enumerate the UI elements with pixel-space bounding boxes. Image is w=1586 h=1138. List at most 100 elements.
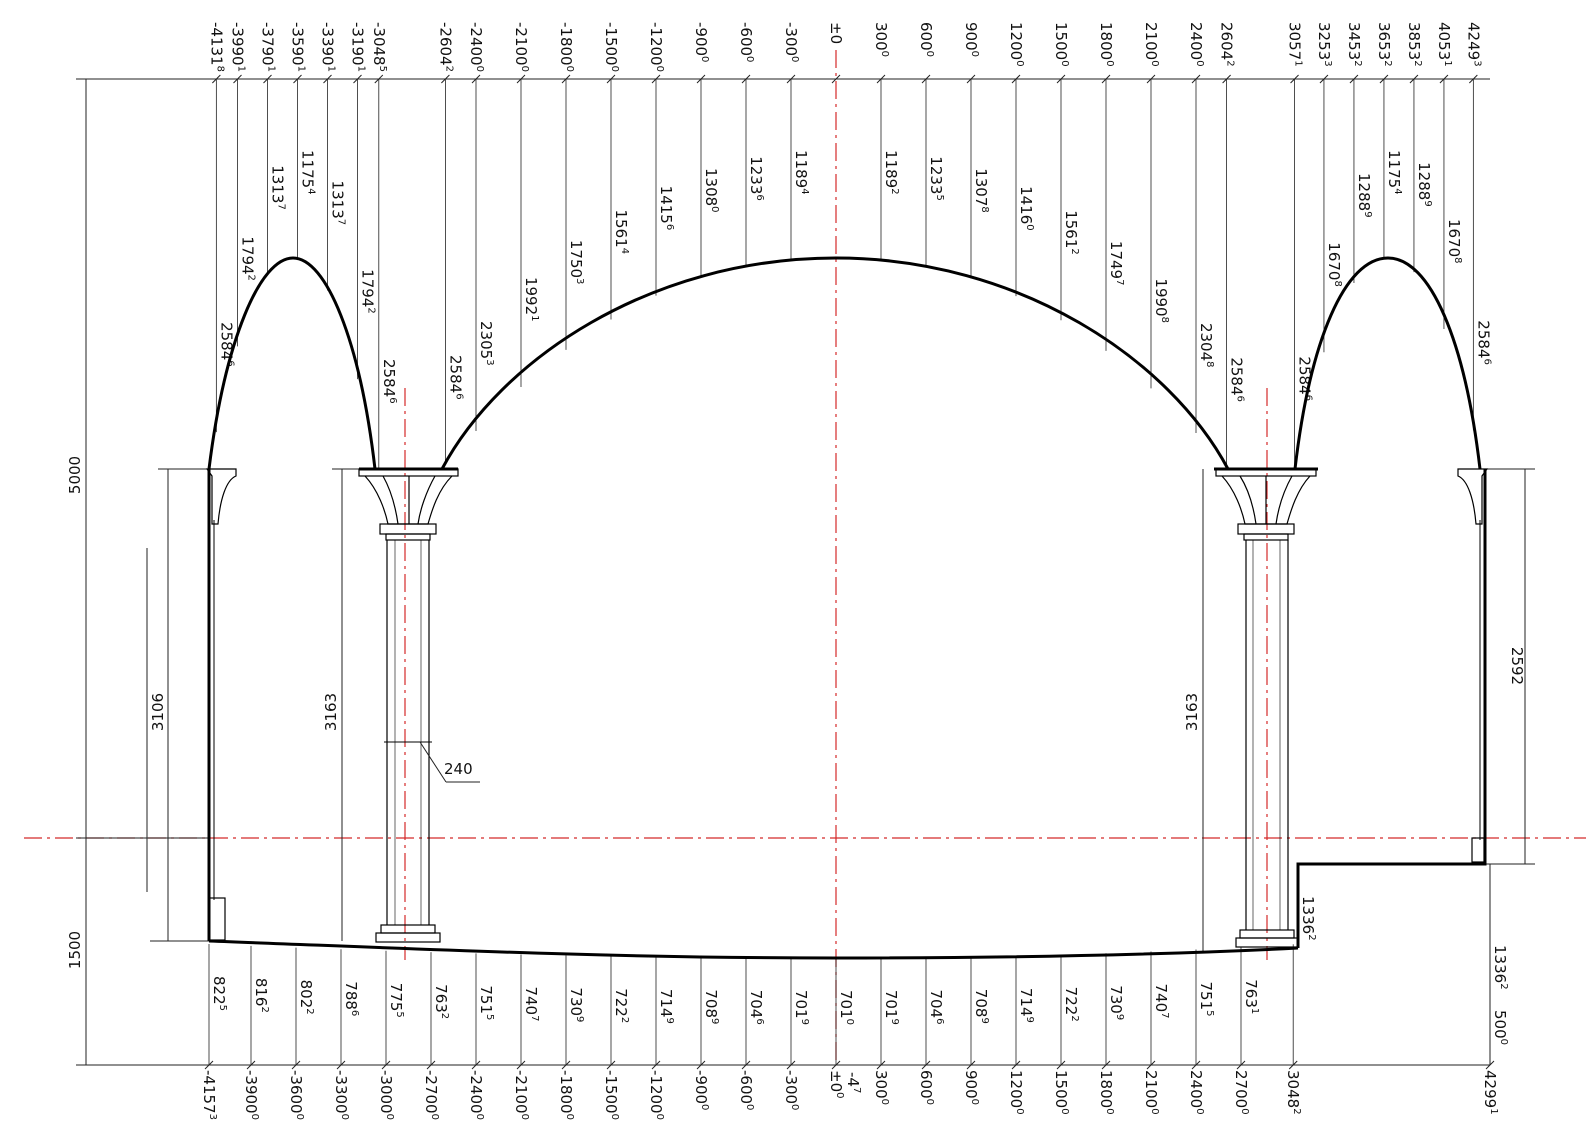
floor-height-label: 7222 [1062, 987, 1080, 1022]
bottom-station-label: 12000 [1007, 1070, 1025, 1115]
ceiling-height-label: 16708 [1325, 242, 1343, 287]
ceiling-height-label: 13137 [269, 165, 287, 210]
ceiling-height-label: 23048 [1197, 323, 1215, 368]
ceiling-height-label: 14160 [1017, 186, 1035, 231]
top-station-label: 36532 [1375, 22, 1393, 67]
top-station-label: -35901 [289, 22, 307, 72]
ceiling-height-label: 15612 [1062, 210, 1080, 255]
right-floor-height-label: 13362 [1491, 945, 1509, 990]
bottom-offset-label: -47 [844, 1072, 862, 1093]
floor-height-label: 7632 [432, 984, 450, 1019]
top-station-label: 24000 [1187, 22, 1205, 67]
floor-height-label: 7010 [837, 990, 855, 1025]
floor-height-label: 7515 [1197, 981, 1215, 1016]
ceiling-height-label: 12336 [747, 156, 765, 201]
ceiling-height-label: 19908 [1152, 278, 1170, 323]
dimension-labels: -41318-39901-37901-35901-33901-31901-304… [200, 22, 1509, 1120]
floor-height-label: 7149 [657, 989, 675, 1024]
top-station-label: 3000 [872, 22, 890, 57]
top-station-label: 30571 [1286, 22, 1304, 67]
right-step [1296, 469, 1487, 948]
top-station-label: -30485 [370, 22, 388, 72]
bottom-station-label: 21000 [1142, 1070, 1160, 1115]
axis-lines [24, 50, 1586, 1060]
top-station-label: -15000 [602, 22, 620, 72]
bottom-station-label: -24000 [467, 1070, 485, 1120]
left-wall-height-label: 3106 [149, 693, 167, 731]
top-station-label: 38532 [1405, 22, 1423, 67]
ceiling-height-label: 15614 [612, 210, 630, 255]
left-small-arch [207, 256, 377, 470]
bottom-station-label: 24000 [1187, 1070, 1205, 1115]
floor-height-label: 7019 [882, 990, 900, 1025]
right-pilaster-capital [1457, 468, 1489, 525]
top-station-label: 12000 [1007, 22, 1025, 67]
bottom-station-label: ±00 [827, 1070, 845, 1099]
floor-height-label: 7149 [1017, 988, 1035, 1023]
dimension-frame [76, 78, 1535, 1066]
floor-height-label: 8022 [297, 980, 315, 1015]
bottom-station-label: 15000 [1052, 1070, 1070, 1115]
floor-height-label: 8225 [210, 976, 228, 1011]
bottom-station-label: -30000 [377, 1070, 395, 1120]
bottom-station-label: -33000 [332, 1070, 350, 1120]
overall-lower-label: 1500 [66, 931, 84, 969]
ceiling-height-label: 11754 [299, 150, 317, 195]
floor-height-label: 7019 [792, 990, 810, 1025]
floor-height-label: 13362 [1299, 896, 1317, 941]
column-width-label: 240 [444, 760, 473, 778]
top-station-label: -41318 [207, 22, 225, 72]
bottom-station-label: -36000 [287, 1070, 305, 1120]
top-station-label: 9000 [962, 22, 980, 57]
ceiling-height-label: 11754 [1385, 150, 1403, 195]
floor-height-label: 7222 [612, 988, 630, 1023]
bottom-station-label: -27000 [422, 1070, 440, 1120]
top-station-label: -6000 [737, 22, 755, 62]
bottom-station-label: -6000 [737, 1070, 755, 1110]
top-station-label: 42493 [1464, 22, 1482, 67]
bottom-station-label: 9000 [962, 1070, 980, 1105]
central-vault [440, 256, 1230, 470]
bottom-station-label: -18000 [557, 1070, 575, 1120]
floor-height-label: 7631 [1242, 979, 1260, 1014]
top-station-label: -12000 [647, 22, 665, 72]
top-station-label: 40531 [1435, 22, 1453, 67]
top-station-label: -24000 [467, 22, 485, 72]
floor-profile [208, 939, 1299, 960]
ceiling-height-label: 11892 [882, 150, 900, 195]
top-station-label: 26042 [1218, 22, 1236, 67]
bottom-station-label: -21000 [512, 1070, 530, 1120]
bottom-station-label: -41573 [200, 1070, 218, 1120]
floor-height-label: 7309 [1107, 985, 1125, 1020]
floor-height-label: 7089 [972, 989, 990, 1024]
floor-height-label: 7309 [567, 987, 585, 1022]
ceiling-height-label: 19921 [522, 277, 540, 322]
floor-height-label: 7046 [747, 990, 765, 1025]
top-station-label: -31901 [349, 22, 367, 72]
right-pilaster-base [1471, 837, 1485, 863]
ceiling-height-label: 11894 [792, 150, 810, 195]
bottom-station-label: 18000 [1097, 1070, 1115, 1115]
ceiling-height-label: 12889 [1355, 173, 1373, 218]
ceiling-height-label: 25846 [1228, 357, 1246, 402]
ceiling-height-label: 12335 [927, 156, 945, 201]
top-station-label: 21000 [1142, 22, 1160, 67]
column-width-callout [419, 741, 480, 783]
top-station-label: 18000 [1097, 22, 1115, 67]
floor-height-label: 8162 [252, 978, 270, 1013]
bottom-station-label: -15000 [602, 1070, 620, 1120]
ceiling-height-label: 16708 [1445, 219, 1463, 264]
top-station-label: -33901 [319, 22, 337, 72]
top-station-label: 15000 [1052, 22, 1070, 67]
right-step-height-label: 5000 [1491, 1010, 1509, 1045]
top-station-label: -9000 [692, 22, 710, 62]
right-column [1214, 467, 1318, 948]
top-station-label: -18000 [557, 22, 575, 72]
floor-height-label: 7407 [1152, 983, 1170, 1018]
ceiling-height-label: 13137 [329, 181, 347, 226]
bottom-station-label: -39000 [242, 1070, 260, 1120]
bottom-station-label: -9000 [692, 1070, 710, 1110]
floor-height-label: 7089 [702, 989, 720, 1024]
station-leaders [204, 74, 1495, 1070]
